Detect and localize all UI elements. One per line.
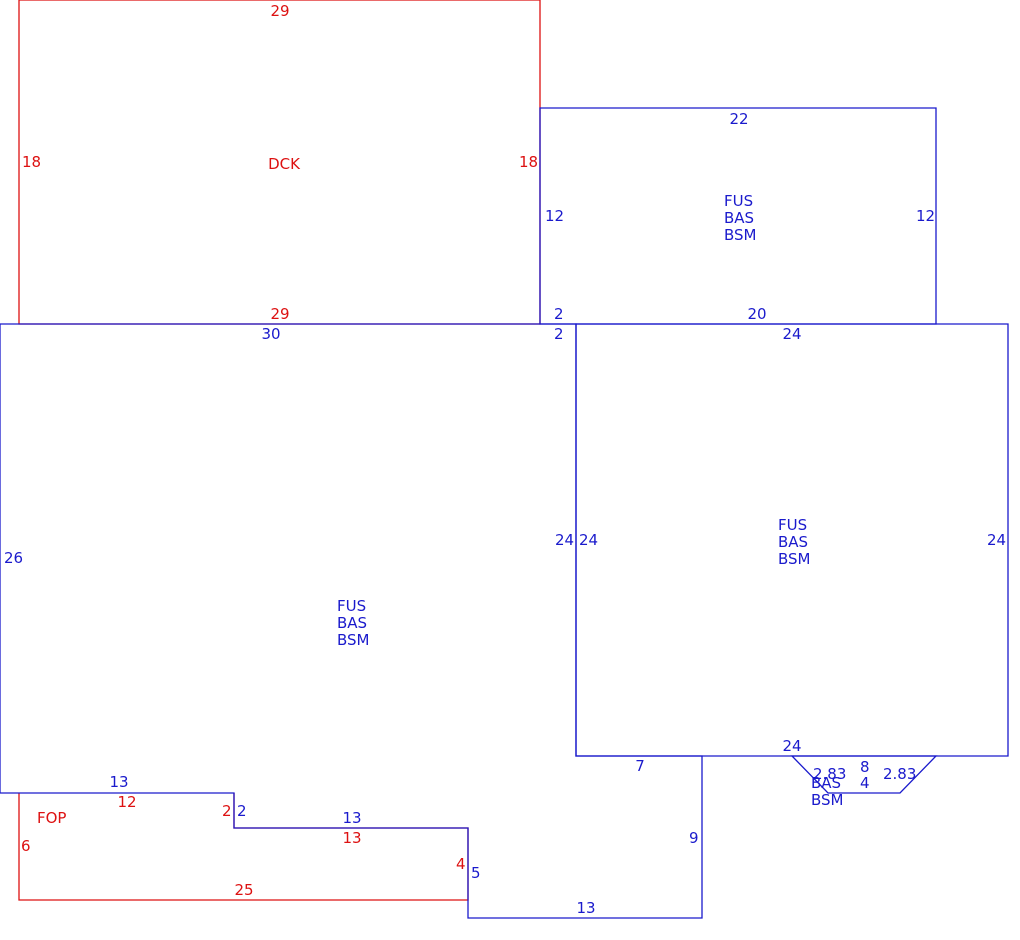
- main-left-dim-left: 26: [4, 549, 23, 567]
- upper-right-dim-top: 22: [729, 110, 748, 128]
- porch-dim-notch: 2: [222, 802, 232, 820]
- right-block-dim-left: 24: [579, 531, 598, 549]
- porch-dim-left: 6: [21, 837, 31, 855]
- upper-right-code-1: FUS: [724, 192, 753, 210]
- porch-dim-bottom: 25: [234, 881, 253, 899]
- right-block-code-3: BSM: [778, 550, 811, 568]
- bay-dim-diag-right: 2.83: [883, 765, 916, 783]
- main-left-dim-notch: 2: [237, 802, 247, 820]
- porch-dim-side: 4: [456, 855, 466, 873]
- bay-outline: [790, 755, 938, 794]
- main-left-dim-right: 24: [555, 531, 574, 549]
- main-left-dim-step: 2: [554, 325, 564, 343]
- porch-dim-lower: 13: [342, 829, 361, 847]
- right-block-dim-bottom: 24: [782, 737, 801, 755]
- main-left-dim-inner: 9: [689, 829, 699, 847]
- deck-dim-right: 18: [519, 153, 538, 171]
- main-left-dim-side: 5: [471, 864, 481, 882]
- deck-label: DCK: [268, 155, 301, 173]
- right-block-code-1: FUS: [778, 516, 807, 534]
- main-left-dim-lower: 13: [342, 809, 361, 827]
- main-left-dim-top: 30: [261, 325, 280, 343]
- right-block-dim-top: 24: [782, 325, 801, 343]
- main-left-code-1: FUS: [337, 597, 366, 615]
- bay-dim-diag-left: 2.83: [813, 765, 846, 783]
- right-block-dim-right: 24: [987, 531, 1006, 549]
- main-left-code-3: BSM: [337, 631, 370, 649]
- upper-right-dim-step: 2: [554, 305, 564, 323]
- right-block-code-2: BAS: [778, 533, 808, 551]
- deck-dim-top: 29: [270, 2, 289, 20]
- upper-right-dim-right: 12: [916, 207, 935, 225]
- bay-dim-depth: 8: [860, 758, 870, 776]
- bay-code-2: BSM: [811, 791, 844, 809]
- bay-dim-width: 4: [860, 774, 870, 792]
- bay-code-1: BAS: [811, 774, 841, 792]
- porch-label: FOP: [37, 809, 66, 827]
- main-left-dim-inner-top: 7: [635, 757, 645, 775]
- porch-dim-top: 12: [117, 793, 136, 811]
- main-left-dim-bottom: 13: [576, 899, 595, 917]
- main-left-outline: [0, 323, 703, 919]
- deck-dim-left: 18: [22, 153, 41, 171]
- upper-right-code-2: BAS: [724, 209, 754, 227]
- main-left-dim-ledge: 13: [109, 773, 128, 791]
- deck-dim-bottom: 29: [270, 305, 289, 323]
- upper-right-dim-left: 12: [545, 207, 564, 225]
- main-left-code-2: BAS: [337, 614, 367, 632]
- upper-right-dim-bottom: 20: [747, 305, 766, 323]
- upper-right-code-3: BSM: [724, 226, 757, 244]
